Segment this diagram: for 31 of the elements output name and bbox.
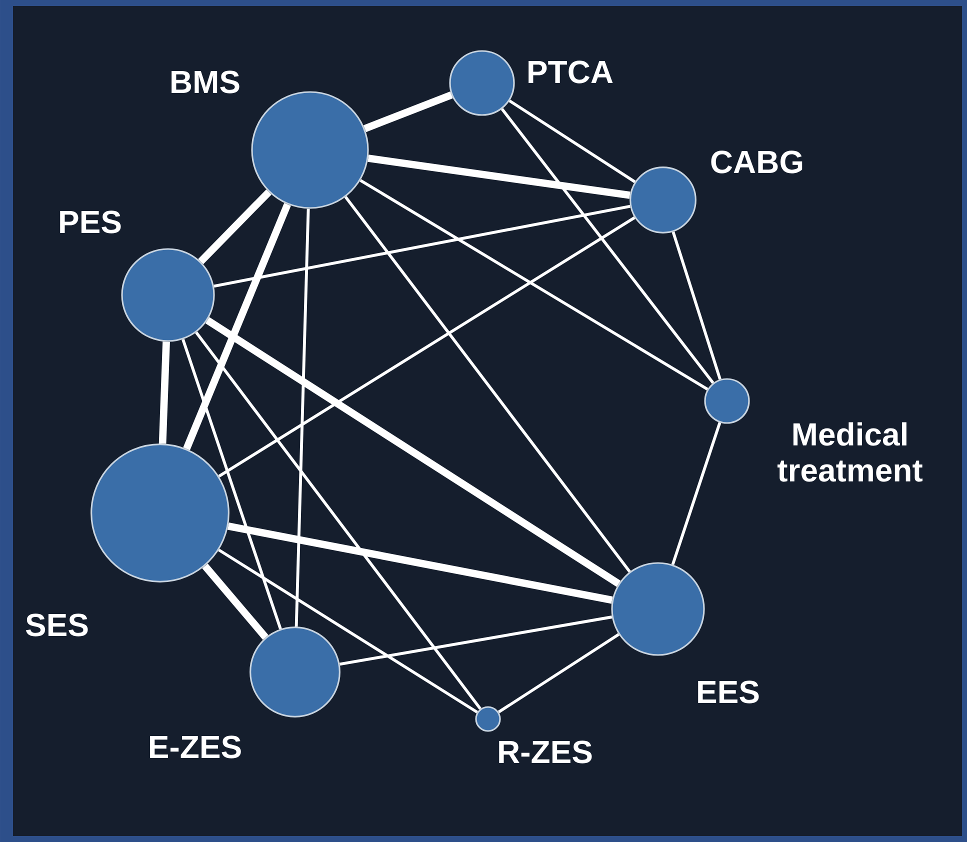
- connector-line: [218, 216, 636, 478]
- node-label: E-ZES: [150, 736, 241, 758]
- connector-line: [205, 317, 621, 587]
- connector-line: [672, 231, 722, 380]
- connector-line: [294, 208, 310, 627]
- connector-line: [368, 154, 630, 199]
- node-label: PTCA: [528, 60, 613, 84]
- connector-line: [340, 616, 612, 666]
- connector-line: [183, 202, 291, 450]
- node-label: Medical treatment: [778, 422, 922, 482]
- connector-line: [360, 179, 708, 390]
- connector-line: [158, 342, 170, 444]
- node-label: BMS: [172, 70, 240, 94]
- connector-line: [344, 196, 631, 573]
- node-label: R-ZES: [499, 740, 592, 764]
- connector-line: [195, 331, 482, 710]
- node-label: PES: [60, 210, 121, 234]
- connector-line: [198, 189, 272, 264]
- connector-line: [202, 564, 268, 640]
- connector-line: [228, 522, 613, 604]
- connector-line: [508, 100, 636, 184]
- connector-line: [498, 633, 620, 714]
- node-label: CABG: [711, 150, 802, 174]
- connector-line: [182, 338, 282, 630]
- connector-line: [218, 548, 478, 714]
- connector-line: [500, 108, 714, 384]
- node-label: SES: [26, 614, 88, 636]
- connector-line: [214, 204, 630, 288]
- node-label: EES: [698, 680, 759, 704]
- connector-line: [671, 422, 722, 566]
- connector-line: [363, 91, 453, 132]
